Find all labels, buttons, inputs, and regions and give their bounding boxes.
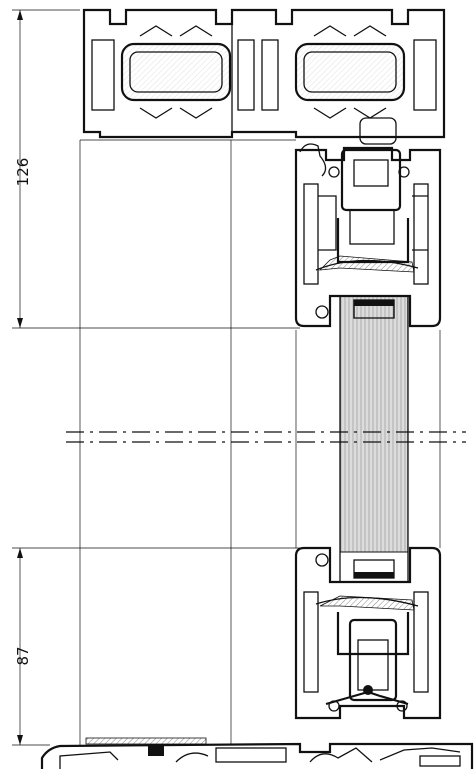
top-frame-profile <box>82 8 446 145</box>
dimension-arrow <box>17 318 23 328</box>
dimension-arrow <box>17 10 23 20</box>
dimension-label-bottom: 87 <box>14 646 32 665</box>
dimension-group: 126 87 <box>12 9 300 746</box>
upper-sash-profile <box>294 143 442 328</box>
dimension-arrow <box>17 735 23 745</box>
dimension-label-top: 126 <box>14 158 32 187</box>
lower-sash-profile <box>294 546 442 720</box>
bottom-threshold-profile <box>40 737 474 769</box>
glazing-unit <box>339 295 409 582</box>
dimension-arrow <box>17 548 23 558</box>
